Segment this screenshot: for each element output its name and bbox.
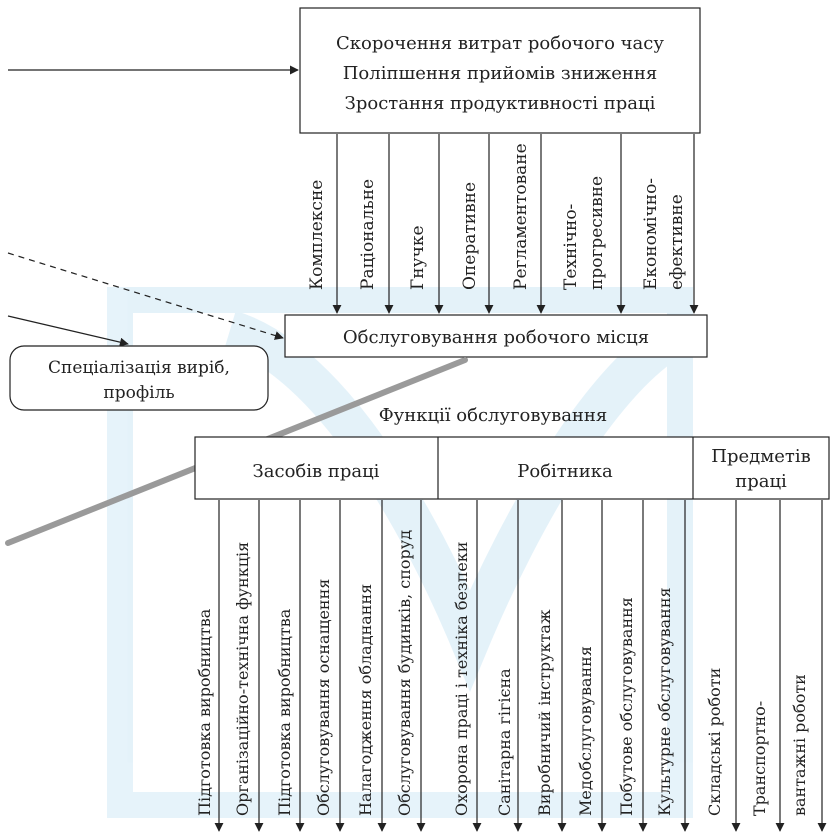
function-label: Обслуговування оснащення xyxy=(314,579,333,816)
function-label: вантажні роботи xyxy=(790,674,809,816)
function-label: Побутове обслуговування xyxy=(617,597,636,816)
requirement-label: Комплексне xyxy=(307,180,327,290)
requirement-label: Регламентоване xyxy=(511,143,531,290)
specialization-line-2: профіль xyxy=(103,383,174,403)
workplace-service-label: Обслуговування робочого місця xyxy=(343,327,649,348)
dashed-input-arrow xyxy=(7,252,284,340)
function-label: Культурне обслуговування xyxy=(655,587,674,816)
specialization-box: Спеціалізація виріб, профіль xyxy=(9,345,269,411)
function-label: Підготовка виробництва xyxy=(195,608,214,816)
goal-line-2: Поліпшення прийомів зниження xyxy=(343,63,658,84)
requirement-label: прогресивне xyxy=(587,176,607,290)
specialization-line-1: Спеціалізація виріб, xyxy=(48,358,230,378)
requirements-group: Комплексне Раціональне Гнучке Оперативне Рег… xyxy=(307,134,699,314)
function-label: Охорона праці і техніка безпеки xyxy=(452,542,471,816)
requirement-label: Гнучке xyxy=(408,225,428,290)
function-label: Складські роботи xyxy=(705,668,724,816)
function-label: Медобслуговування xyxy=(576,646,595,816)
requirement-label: ефективне xyxy=(667,194,687,290)
category-objects-line-1: Предметів xyxy=(711,446,810,467)
function-label: Обслуговування будинків, споруд xyxy=(395,530,414,816)
function-label: Підготовка виробництва xyxy=(275,608,294,816)
goal-line-3: Зростання продуктивності праці xyxy=(345,93,656,114)
category-objects-line-2: праці xyxy=(735,471,787,492)
categories-box: Засобів праці Робітника Предметів праці xyxy=(194,436,830,500)
category-worker: Робітника xyxy=(517,461,613,482)
workplace-service-box: Обслуговування робочого місця xyxy=(284,314,708,358)
requirement-label: Технічно- xyxy=(561,204,581,290)
functions-title: Функції обслуговування xyxy=(379,405,608,426)
requirement-label: Економічно- xyxy=(641,178,661,290)
function-label: Організаційно-технічна функція xyxy=(233,542,252,816)
requirement-label: Раціональне xyxy=(358,179,378,290)
watermark xyxy=(107,287,699,818)
requirement-label: Оперативне xyxy=(460,182,480,290)
function-label: Санітарна гігієна xyxy=(495,668,514,816)
function-label: Виробничий інструктаж xyxy=(535,609,554,816)
functions-group: Підготовка виробництва Організаційно-техн… xyxy=(195,500,827,832)
specialization-input-line xyxy=(7,315,129,347)
goal-line-1: Скорочення витрат робочого часу xyxy=(336,33,664,54)
function-label: Транспортно- xyxy=(750,701,769,816)
category-tools: Засобів праці xyxy=(253,461,380,482)
function-label: Налагодження обладнання xyxy=(356,584,375,816)
goals-box: Скорочення витрат робочого часу Поліпшен… xyxy=(299,7,701,134)
